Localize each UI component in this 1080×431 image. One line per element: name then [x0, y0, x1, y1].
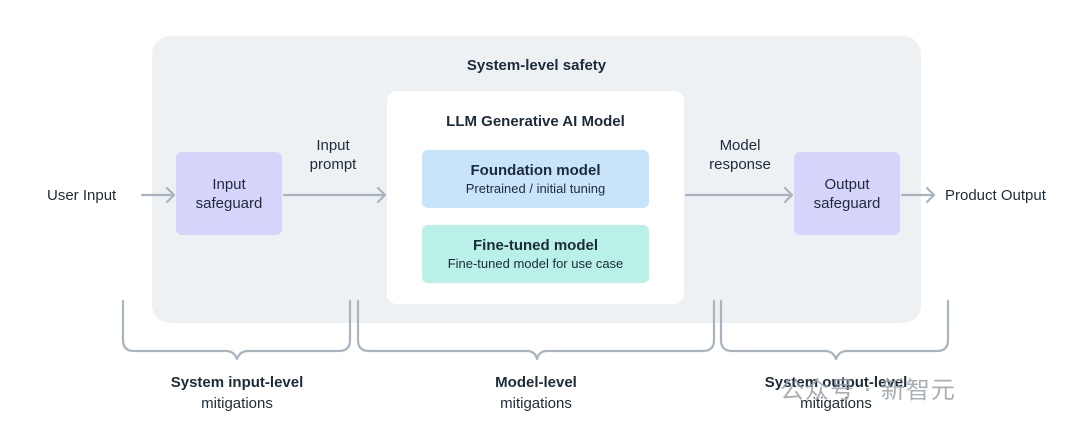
system-level-safety-title: System-level safety: [466, 57, 607, 74]
system-output-level-sub: mitigations: [800, 395, 872, 412]
output-safeguard-line-2: safeguard: [813, 194, 881, 212]
system-input-level-title: System input-level: [170, 374, 304, 391]
model-level-label: Model-level mitigations: [430, 372, 642, 414]
foundation-model-box: Foundation model Pretrained / initial tu…: [422, 150, 649, 208]
input-safeguard-line-1: Input: [212, 175, 246, 193]
arrowhead-output-safeguard-to-product: [925, 186, 936, 204]
finetuned-model-subtitle: Fine-tuned model for use case: [447, 255, 624, 271]
model-level-sub: mitigations: [500, 395, 572, 412]
user-input-label: User Input: [47, 187, 117, 204]
system-output-level-title: System output-level: [764, 374, 908, 391]
input-prompt-line-2: prompt: [309, 156, 357, 173]
llm-model-title: LLM Generative AI Model: [446, 113, 625, 130]
model-response-line-1: Model: [719, 137, 761, 154]
bracket-model-level: [356, 299, 716, 361]
model-response-line-2: response: [709, 156, 771, 173]
system-input-level-label: System input-level mitigations: [130, 372, 344, 414]
product-output-label: Product Output: [945, 187, 1046, 204]
system-output-level-label: System output-level mitigations: [730, 372, 942, 414]
bracket-output-level: [719, 299, 950, 361]
arrowhead-user-to-input-safeguard: [165, 186, 176, 204]
input-prompt-label: Input prompt: [300, 136, 366, 174]
output-safeguard-box: Output safeguard: [794, 152, 900, 235]
arrowhead-input-safeguard-to-model: [376, 186, 387, 204]
input-prompt-line-1: Input: [316, 137, 350, 154]
input-safeguard-line-2: safeguard: [195, 194, 263, 212]
input-safeguard-box: Input safeguard: [176, 152, 282, 235]
arrowhead-model-to-output-safeguard: [783, 186, 794, 204]
output-safeguard-line-1: Output: [824, 175, 870, 193]
foundation-model-subtitle: Pretrained / initial tuning: [465, 180, 606, 196]
bracket-input-level: [121, 299, 352, 361]
watermark-text: 公众号 · 新智元: [780, 376, 956, 404]
foundation-model-title: Foundation model: [470, 161, 601, 179]
model-response-label: Model response: [700, 136, 780, 174]
system-input-level-sub: mitigations: [201, 395, 273, 412]
model-level-title: Model-level: [495, 374, 577, 391]
finetuned-model-box: Fine-tuned model Fine-tuned model for us…: [422, 225, 649, 283]
finetuned-model-title: Fine-tuned model: [473, 236, 598, 254]
